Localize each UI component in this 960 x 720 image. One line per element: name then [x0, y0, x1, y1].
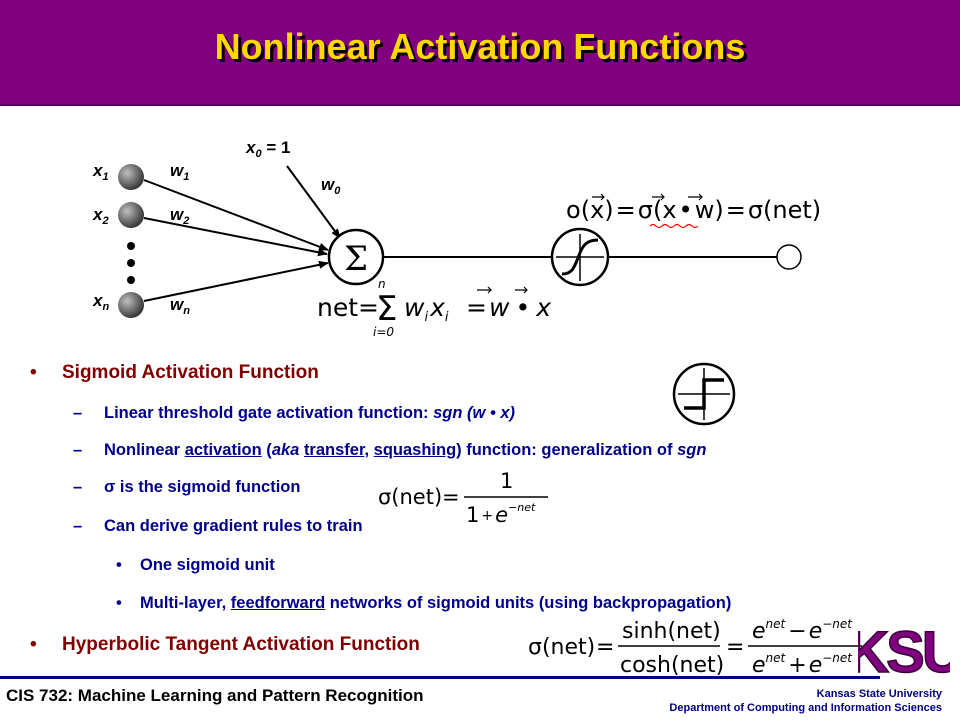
title-bar: Nonlinear Activation Functions [0, 0, 960, 106]
svg-text:o(x)=σ(x•w)=σ(net): o(x)=σ(x•w)=σ(net) [566, 196, 821, 224]
weight-label-2: w2 [170, 205, 189, 227]
input-label-2: x2 [92, 205, 109, 227]
input-label-n: xn [92, 291, 109, 313]
weight-arrow-1 [143, 179, 329, 251]
svg-text:sinh(net): sinh(net) [622, 619, 721, 644]
input-label-1: x1 [92, 161, 109, 183]
svg-text:=: = [596, 635, 614, 660]
bullet-nonlinear: Nonlinear activation (aka transfer, squa… [104, 441, 707, 459]
input-node-n [118, 292, 144, 318]
dash-marker: – [73, 517, 83, 535]
bullet-gradient: Can derive gradient rules to train [104, 517, 363, 535]
vector-arrow-icon [515, 286, 528, 294]
svg-text:n: n [378, 277, 386, 291]
sub-bullet-dot: • [116, 594, 122, 612]
bullet-sigma-def: σ is the sigmoid function [104, 478, 301, 496]
svg-text:1: 1 [500, 469, 513, 493]
sub-bullet-dot: • [116, 556, 122, 574]
university-name: Kansas State University [816, 688, 942, 700]
sigma-icon: Σ [344, 239, 368, 279]
ellipsis-dot [127, 276, 135, 284]
sigmoid-heading: Sigmoid Activation Function [62, 362, 319, 383]
dash-marker: – [73, 404, 83, 422]
net-equation: net = n Σ i=0 wixi = w•x [317, 277, 551, 339]
output-equation: o(x)=σ(x•w)=σ(net) [566, 193, 821, 229]
input-node-1 [118, 164, 144, 190]
weight-label-1: w1 [170, 161, 189, 183]
vector-arrow-icon [652, 193, 665, 201]
input-node-2 [118, 202, 144, 228]
sub-bullet-one-unit: One sigmoid unit [140, 556, 275, 574]
sigmoid-curve-icon [561, 238, 599, 276]
dash-marker: – [73, 478, 83, 496]
svg-text:net: net [317, 293, 358, 322]
department-name: Department of Computing and Information … [669, 702, 942, 714]
bias-weight-label: w0 [321, 175, 341, 197]
svg-text:cosh(net): cosh(net) [620, 653, 724, 678]
ellipsis-dot [127, 259, 135, 267]
weight-label-n: wn [170, 295, 190, 317]
ksu-logo: KSU [858, 619, 950, 680]
weight-arrow-n [143, 260, 329, 302]
vector-arrow-icon [688, 193, 703, 201]
svg-text:=: = [726, 635, 744, 660]
svg-text:=: = [442, 485, 460, 509]
ellipsis-dot [127, 242, 135, 250]
weight-arrow-2 [143, 217, 328, 257]
svg-text:w•x: w•x [489, 293, 551, 322]
vector-arrow-icon [592, 193, 605, 201]
bullet-dot: • [30, 362, 37, 383]
svg-text:Σ: Σ [376, 289, 397, 329]
course-title: CIS 732: Machine Learning and Pattern Re… [6, 686, 424, 705]
dash-marker: – [73, 441, 83, 459]
vector-arrow-icon [477, 286, 492, 294]
perceptron-diagram: x1 x2 xn w1 w2 wn x0 = 1 w0 Σ o(x)=σ(x•w… [92, 138, 821, 339]
sub-bullet-multilayer: Multi-layer, feedforward networks of sig… [140, 594, 732, 612]
svg-text:σ(net): σ(net) [528, 635, 595, 660]
svg-text:enet+e−net: enet+e−net [752, 651, 853, 678]
slide-title: Nonlinear Activation Functions [214, 26, 746, 67]
svg-text:=: = [466, 293, 487, 322]
sigmoid-formula: σ(net) = 1 1+e−net [378, 469, 548, 526]
step-function-icon [672, 362, 736, 426]
svg-text:σ(net): σ(net) [378, 485, 442, 509]
bias-arrow [286, 165, 341, 239]
bias-input-label: x0 = 1 [245, 138, 290, 160]
svg-text:1+e−net: 1+e−net [466, 501, 536, 526]
bullet-linear-threshold: Linear threshold gate activation functio… [104, 404, 515, 422]
svg-text:KSU: KSU [858, 620, 950, 680]
tanh-heading: Hyperbolic Tangent Activation Function [62, 634, 420, 655]
footer-rule [0, 676, 880, 679]
tanh-formula: σ(net) = sinh(net) cosh(net) = enet−e−ne… [528, 617, 862, 678]
spellcheck-squiggle [649, 223, 699, 229]
svg-text:enet−e−net: enet−e−net [752, 617, 853, 644]
svg-text:=: = [358, 293, 379, 322]
svg-text:i=0: i=0 [373, 325, 394, 339]
output-node [776, 244, 802, 270]
bullet-dot: • [30, 634, 37, 655]
svg-text:wixi: wixi [404, 293, 449, 325]
